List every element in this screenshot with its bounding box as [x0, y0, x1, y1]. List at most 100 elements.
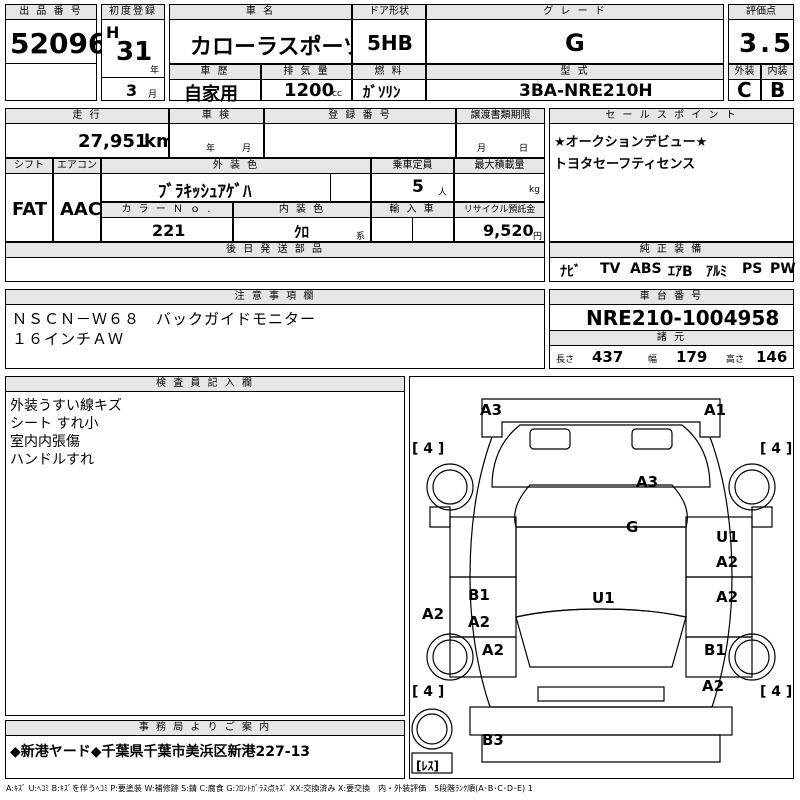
model-box: 型 式 3BA-NRE210H — [426, 64, 724, 101]
mark-right-front-door: U1 — [716, 528, 739, 546]
length-label: 長さ — [556, 355, 575, 365]
displacement-label: 排 気 量 — [262, 65, 351, 80]
mark-roof: U1 — [592, 589, 615, 607]
capacity: 5 — [412, 177, 424, 197]
year-unit: 年 — [150, 66, 160, 76]
sales-point-label: セ ー ル ス ポ イ ン ト — [550, 109, 793, 124]
spare-tire-label: [ﾚｽ] — [416, 759, 439, 773]
fuel-box: 燃 料 ｶﾞｿﾘﾝ — [352, 64, 426, 101]
fuel-label: 燃 料 — [353, 65, 425, 80]
interior-grade: B — [770, 78, 786, 102]
recycle-fee: 9,520 — [483, 221, 534, 240]
color-no-label: カ ラ ー Ｎ ｏ . — [102, 203, 232, 218]
ac-box: エアコン AAC — [53, 158, 101, 242]
equipment-tv: TV — [600, 261, 621, 277]
height-label: 高さ — [726, 355, 745, 365]
int-color-label: 内 装 色 — [234, 203, 370, 218]
inspection-year-unit: 年 — [206, 144, 216, 154]
lot-number-label: 出 品 番 号 — [6, 5, 96, 20]
interior-label: 内装 — [762, 65, 793, 80]
mark-rear-bumper: B3 — [482, 731, 504, 749]
sales-point-box: セ ー ル ス ポ イ ン ト ★オークションデビュー★ トヨタセーフティセンス — [549, 108, 794, 242]
car-name-label: 車 名 — [170, 5, 351, 20]
door-label: ドア形状 — [353, 5, 425, 20]
equipment-ps: PS — [742, 261, 763, 277]
mileage-unit: km — [144, 131, 175, 152]
grade-label: グ レ ー ド — [427, 5, 723, 20]
grade: G — [565, 29, 585, 57]
first-registration-label: 初度登録 — [102, 5, 164, 20]
history-box: 車 歴 自家用 — [169, 64, 261, 105]
tire-front-right: [ 4 ] — [760, 441, 793, 457]
car-outline-diagram — [411, 398, 776, 774]
int-color-unit: 系 — [356, 232, 366, 242]
color-no: 221 — [152, 221, 186, 240]
shift: FAT — [12, 199, 48, 220]
import-label: 輸 入 車 — [372, 203, 453, 218]
mark-left-rear-door-2: A2 — [468, 613, 491, 631]
mark-windshield: G — [626, 518, 639, 536]
door-type: 5HB — [367, 31, 413, 55]
exterior-box: 外装 C — [728, 64, 761, 102]
shift-box: シフト FAT — [5, 158, 53, 242]
load-label: 最大積載量 — [455, 159, 544, 174]
ac: AAC — [60, 199, 102, 220]
chassis-label: 車 台 番 号 — [550, 290, 793, 305]
recycle-box: リサイクル預託金 9,520 円 — [454, 202, 545, 242]
mark-left-side: A2 — [422, 605, 445, 623]
mark-left-rear-door: B1 — [468, 586, 490, 604]
mark-right-rear-door: A2 — [716, 588, 739, 606]
int-color: ｸﾛ — [294, 223, 310, 241]
sales-point-2: トヨタセーフティセンス — [554, 157, 696, 172]
month-unit: 月 — [148, 90, 158, 100]
doc-month-unit: 月 — [477, 144, 487, 154]
interior-box: 内装 B — [761, 64, 794, 102]
mileage-label: 走 行 — [6, 109, 168, 124]
inspector-line-3: 室内内張傷 — [10, 434, 80, 450]
model-label: 型 式 — [427, 65, 723, 80]
reg-number-label: 登 録 番 号 — [265, 109, 455, 124]
doc-deadline-box: 譲渡書類期限 月 日 — [456, 108, 545, 158]
history-label: 車 歴 — [170, 65, 260, 80]
chassis-number: NRE210-1004958 — [586, 306, 780, 330]
inspection-label: 車 検 — [170, 109, 263, 124]
mileage-box: 走 行 27,951 km — [5, 108, 175, 158]
inspector-box: 検 査 員 記 入 欄 外装うすい線キズ シート すれ小 室内内張傷 ハンドルす… — [5, 376, 405, 716]
capacity-label: 乗車定員 — [372, 159, 453, 174]
equipment-alloy: ｱﾙﾐ — [706, 264, 727, 280]
inspector-line-1: 外装うすい線キズ — [10, 398, 122, 414]
grade-box: グ レ ー ド G — [426, 4, 724, 64]
car-name-box: 車 名 カローラスポーツ — [169, 4, 365, 64]
inspector-line-4: ハンドルすれ — [10, 452, 94, 468]
car-name: カローラスポーツ — [190, 35, 366, 60]
color-box: 外 装 色 ﾌﾞﾗｷｯｼｭｱｹﾞﾊ — [101, 158, 371, 202]
color-no-box: カ ラ ー Ｎ ｏ . 221 — [101, 202, 233, 242]
sales-point-1: ★オークションデビュー★ — [554, 135, 708, 150]
score-label: 評価点 — [729, 5, 793, 20]
exterior-grade: C — [737, 78, 752, 102]
ac-label: エアコン — [54, 159, 100, 174]
damage-diagram: A3 A1 [ 4 ] [ 4 ] A3 G U1 A2 B1 U1 A2 A2… — [409, 376, 794, 779]
inspection-box: 車 検 年 月 — [169, 108, 264, 158]
notes-line-1: ＮＳＣＮ－Ｗ６８ バックガイドモニター — [12, 310, 317, 328]
exterior-label: 外装 — [729, 65, 760, 80]
notes-line-2: １６インチＡＷ — [12, 330, 125, 348]
load-unit: kg — [529, 185, 540, 195]
office-box: 事 務 局 よ り ご 案 内 ◆新港ヤード◆千葉県千葉市美浜区新港227-13 — [5, 720, 405, 779]
inspection-month-unit: 月 — [242, 144, 252, 154]
lot-number: 52096 — [10, 27, 108, 60]
equipment-box: 純 正 装 備 ﾅﾋﾞ TV ABS ｴｱB ｱﾙﾐ PS PW — [549, 242, 796, 282]
spec-label: 諸 元 — [550, 330, 793, 346]
displacement-box: 排 気 量 1200 cc — [261, 64, 352, 101]
era: H — [106, 23, 120, 42]
equipment-abs: ABS — [630, 261, 662, 277]
inspector-label: 検 査 員 記 入 欄 — [6, 377, 404, 392]
displacement: 1200 — [284, 80, 335, 101]
equipment-navi: ﾅﾋﾞ — [560, 264, 581, 280]
mark-right-front-door-2: A2 — [716, 553, 739, 571]
notes-box: 注 意 事 項 欄 ＮＳＣＮ－Ｗ６８ バックガイドモニター １６インチＡＷ — [5, 289, 545, 369]
load-box: 最大積載量 kg — [454, 158, 545, 202]
capacity-box: 乗車定員 5 人 — [371, 158, 454, 202]
later-parts-label: 後 日 発 送 部 品 — [6, 243, 544, 258]
doc-day-unit: 日 — [519, 144, 529, 154]
